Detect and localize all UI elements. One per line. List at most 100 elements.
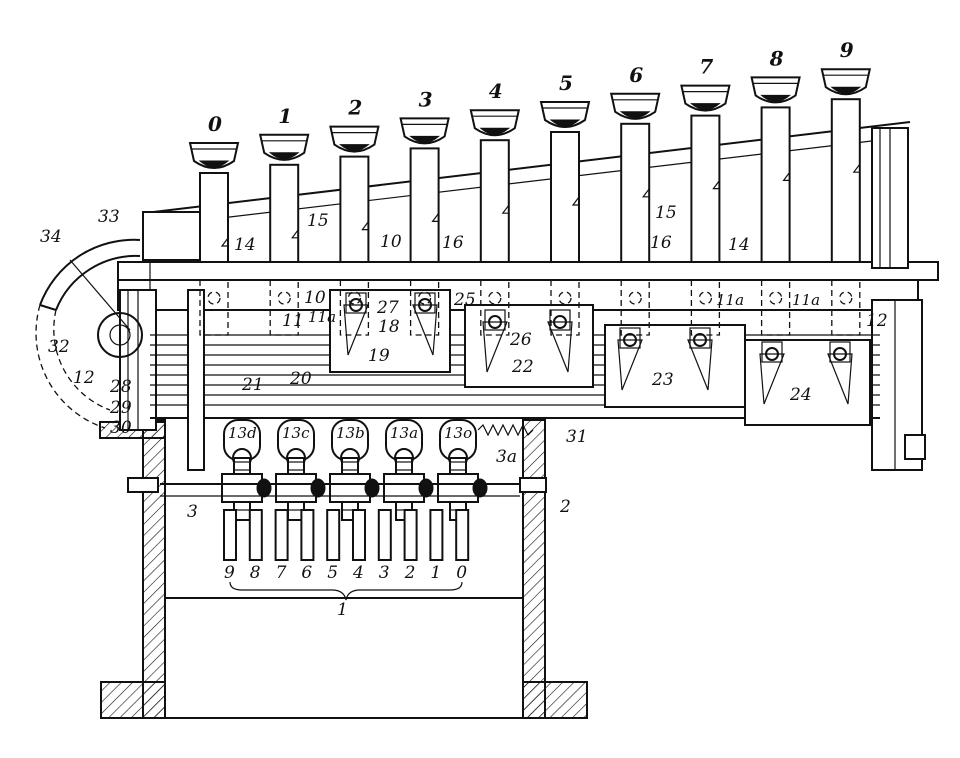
bottom-bar-8: 8: [248, 509, 263, 583]
spring-31: [477, 423, 534, 437]
label-23: 23: [651, 370, 674, 390]
key-number-5: 5: [559, 71, 573, 95]
key-7: 7: [680, 55, 731, 336]
label-1: 1: [337, 600, 348, 620]
label-10-mid: 10: [304, 288, 326, 308]
bottom-number-9: 9: [224, 563, 235, 583]
key-number-9: 9: [840, 38, 854, 62]
label-12-left: 12: [73, 368, 95, 388]
counter-gears: 13d 13c 13b 13a 13o: [221, 419, 488, 521]
key-2: 2: [329, 96, 380, 336]
bottom-number-3: 3: [379, 563, 390, 583]
key-0: 0: [188, 112, 240, 336]
cam-slot: [759, 341, 785, 405]
bottom-number-5: 5: [327, 563, 338, 583]
gear-13o: 13o: [437, 419, 488, 521]
label-33: 33: [98, 207, 120, 227]
label-11a-1: 11a: [308, 308, 336, 326]
label-34: 34: [40, 227, 62, 247]
label-15-left: 15: [307, 211, 329, 231]
bottom-bar-1: 1: [429, 509, 444, 583]
bottom-bar-0: 0: [455, 509, 470, 583]
key-number-4: 4: [489, 79, 503, 103]
key-1: 1: [258, 104, 310, 336]
key-number-3: 3: [419, 87, 433, 111]
label-10-top: 10: [380, 232, 402, 252]
label-22: 22: [511, 357, 534, 377]
label-11a-2: 11a: [716, 291, 744, 309]
top-rail: [142, 121, 911, 261]
key-8: 8: [750, 46, 801, 336]
gear-label-13c: 13c: [282, 424, 310, 442]
bottom-bar-2: 2: [403, 509, 418, 583]
bottom-bar-3: 3: [377, 509, 392, 583]
bottom-bar-9: 9: [223, 509, 237, 583]
key-6: 6: [609, 63, 661, 336]
bottom-number-4: 4: [352, 563, 364, 583]
reference-labels: 33 34 32 12 12 14 14 15 15 16 16 10 10 1…: [40, 203, 888, 620]
bottom-bar-5: 5: [326, 509, 341, 583]
key-number-6: 6: [629, 63, 643, 87]
bottom-number-0: 0: [456, 563, 467, 583]
bottom-brace: [127, 477, 547, 601]
label-16-left: 16: [442, 233, 464, 253]
cam-slot: [412, 292, 438, 356]
gear-label-13b: 13b: [336, 424, 365, 442]
quadrant-arc: [35, 238, 143, 429]
gear-label-13d: 13d: [228, 424, 257, 442]
cam-slot: [547, 309, 573, 373]
label-11a-3: 11a: [792, 291, 820, 309]
bottom-bar-4: 4: [352, 509, 366, 583]
gear-13c: 13c: [275, 419, 326, 521]
key-3: 3: [399, 87, 450, 336]
label-32: 32: [48, 337, 70, 357]
bottom-number-2: 2: [404, 563, 416, 583]
label-19: 19: [368, 346, 390, 366]
label-28: 28: [109, 377, 132, 397]
gear-label-13a: 13a: [390, 424, 418, 442]
right-post: [871, 127, 926, 471]
label-30: 30: [110, 418, 132, 438]
label-26: 26: [509, 330, 532, 350]
key-number-7: 7: [699, 55, 713, 79]
bottom-bar-7: 7: [274, 509, 289, 583]
label-16-right: 16: [650, 233, 672, 253]
bottom-number-1: 1: [430, 563, 441, 583]
gear-13b: 13b: [329, 419, 380, 521]
label-3: 3: [187, 502, 198, 522]
key-stems: 0 1 2 3 4 5 6 7 8 9: [188, 38, 872, 336]
label-25: 25: [453, 290, 476, 310]
bottom-number-7: 7: [276, 563, 287, 583]
bottom-bar-6: 6: [300, 509, 315, 583]
cam-slot: [827, 341, 853, 405]
cam-slot: [617, 327, 643, 391]
label-14-right: 14: [728, 235, 750, 255]
label-29: 29: [109, 398, 132, 418]
key-5: 5: [539, 71, 591, 336]
key-number-2: 2: [347, 96, 362, 120]
cam-slots: [343, 292, 853, 405]
bottom-number-6: 6: [301, 563, 312, 583]
label-2: 2: [559, 497, 571, 517]
cam-slot: [687, 327, 713, 391]
label-24: 24: [789, 385, 812, 405]
label-11: 11: [282, 311, 304, 331]
label-20: 20: [289, 369, 312, 389]
key-number-1: 1: [278, 104, 292, 128]
cam-slot: [482, 309, 508, 373]
label-21: 21: [241, 375, 264, 395]
label-14-left: 14: [234, 235, 256, 255]
gear-label-13o: 13o: [444, 424, 472, 442]
gear-13a: 13a: [383, 419, 434, 521]
bottom-number-8: 8: [250, 563, 261, 583]
label-31: 31: [566, 427, 588, 447]
label-27: 27: [376, 298, 399, 318]
label-3a: 3a: [496, 447, 517, 467]
label-18: 18: [378, 317, 400, 337]
key-number-8: 8: [769, 46, 784, 70]
key-4: 4: [469, 79, 521, 336]
gear-13d: 13d: [221, 419, 272, 521]
